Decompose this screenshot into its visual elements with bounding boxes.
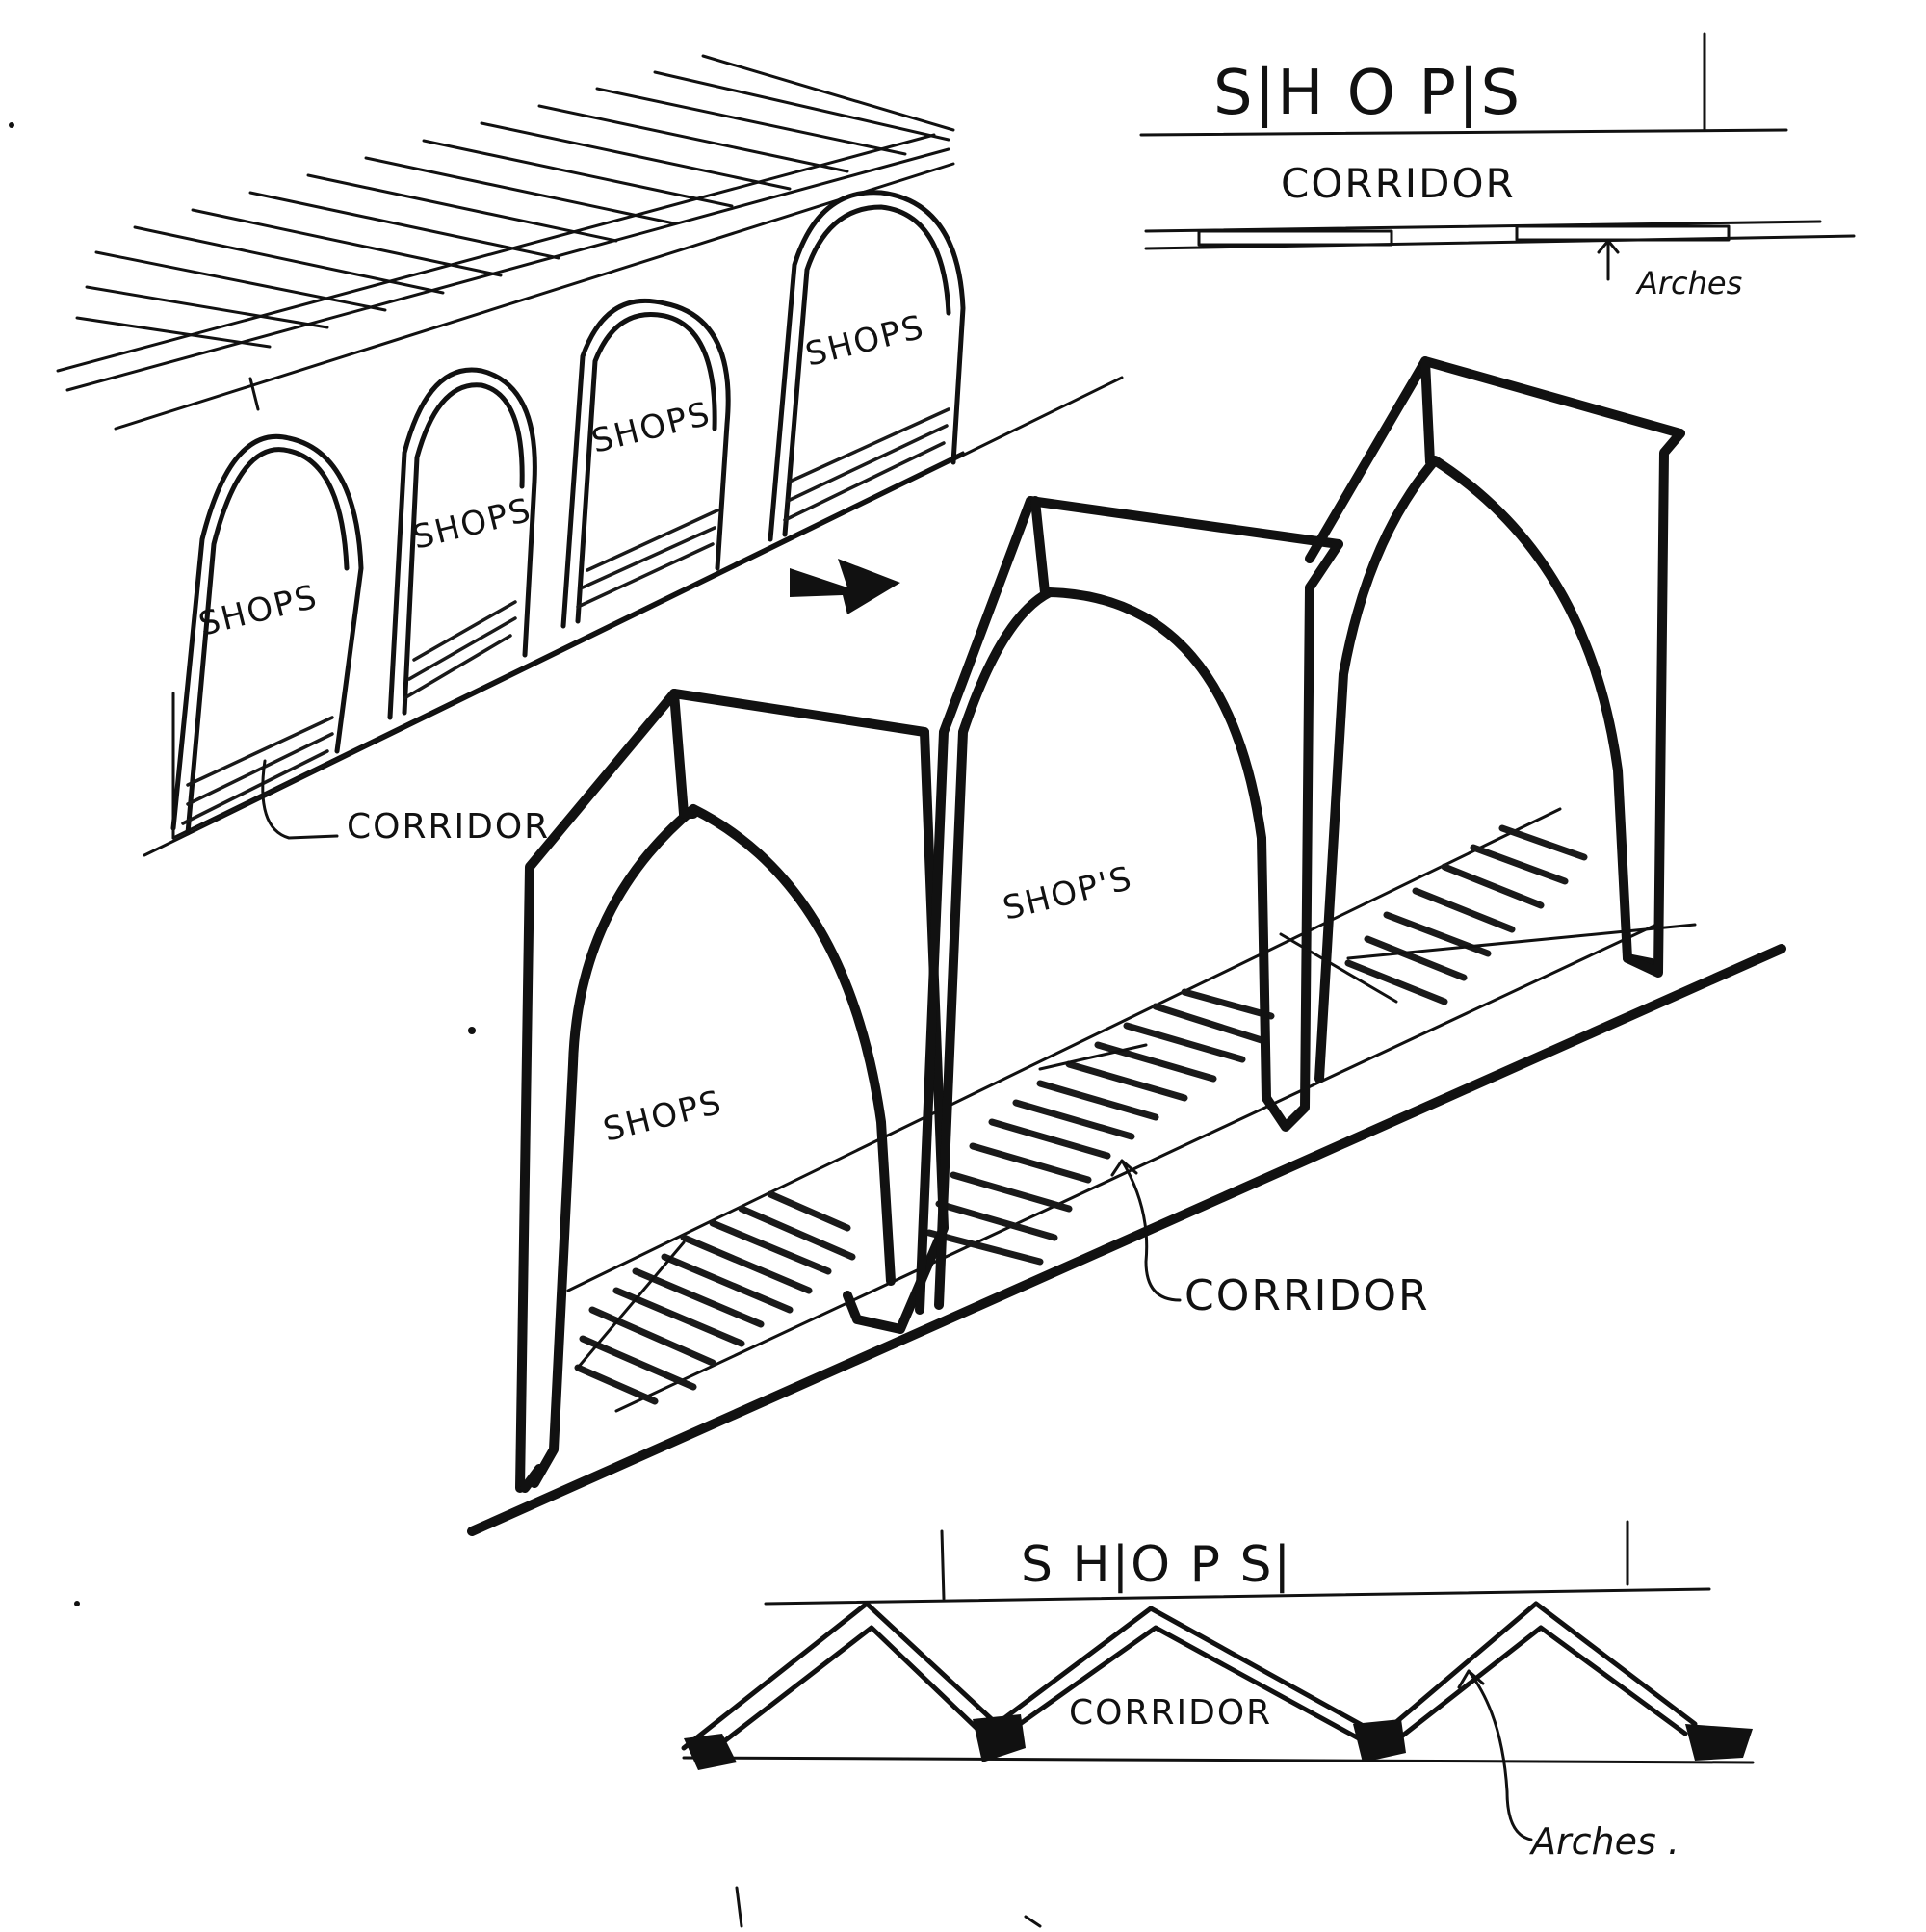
zigzag-base-line bbox=[682, 1756, 1755, 1764]
pointed-arch-arcade-perspective: SHOPS SHOP'S CORRIDOR bbox=[467, 356, 1786, 1536]
pointed-arch-1 bbox=[515, 689, 949, 1493]
stray-marks bbox=[9, 122, 1042, 1928]
zigzag-arches bbox=[681, 1601, 1698, 1761]
corridor-edges bbox=[467, 944, 1786, 1536]
arch-label-shops-4: SHOPS bbox=[802, 307, 929, 374]
corridor-label-center: CORRIDOR bbox=[1184, 1271, 1430, 1320]
corridor-leader-line bbox=[261, 759, 339, 840]
arches-leader-line-bottom bbox=[1457, 1669, 1533, 1841]
pointed-arch-2 bbox=[915, 496, 1343, 1315]
corridor-label-top: CORRIDOR bbox=[347, 807, 550, 847]
pointed-arch-3 bbox=[1305, 356, 1685, 1083]
hatch-guide-lines bbox=[576, 923, 1697, 1370]
arches-leader-line-top bbox=[1597, 239, 1620, 281]
transition-arrow bbox=[790, 559, 900, 614]
plan-diagram-top: S|H O P|S CORRIDOR Arches bbox=[1139, 32, 1856, 301]
arch-label-shops-3: SHOPS bbox=[588, 394, 716, 460]
plan-top-arch-segments bbox=[1197, 224, 1731, 247]
arches-label-bottom: Arches . bbox=[1528, 1820, 1679, 1863]
arch-label-shops-2: SHOPS bbox=[409, 490, 536, 557]
plan-top-shops-label: S|H O P|S bbox=[1213, 58, 1522, 129]
roof-rafters bbox=[56, 54, 955, 431]
plan-diagram-bottom: S H|O P S| CORRIDOR Arches . bbox=[681, 1520, 1755, 1863]
zigzag-footings bbox=[684, 1714, 1753, 1770]
plan-bottom-shops-label: S H|O P S| bbox=[1021, 1536, 1292, 1594]
pointed-arch-label-shops-1: SHOPS bbox=[600, 1083, 727, 1149]
arches-label-top: Arches bbox=[1635, 265, 1742, 301]
corridor-hatching bbox=[574, 824, 1588, 1405]
round-arches bbox=[170, 190, 966, 836]
arch-label-shops-1: SHOPS bbox=[195, 577, 323, 643]
plan-bottom-corridor-label: CORRIDOR bbox=[1069, 1693, 1272, 1733]
plan-top-corridor-label: CORRIDOR bbox=[1281, 160, 1516, 207]
shop-floor-hatching bbox=[181, 407, 950, 825]
pointed-arch-label-shops-2: SHOP'S bbox=[1000, 859, 1137, 928]
corridor-leader-line-center bbox=[1110, 1159, 1182, 1302]
corridor-inner-lines bbox=[566, 807, 1658, 1413]
